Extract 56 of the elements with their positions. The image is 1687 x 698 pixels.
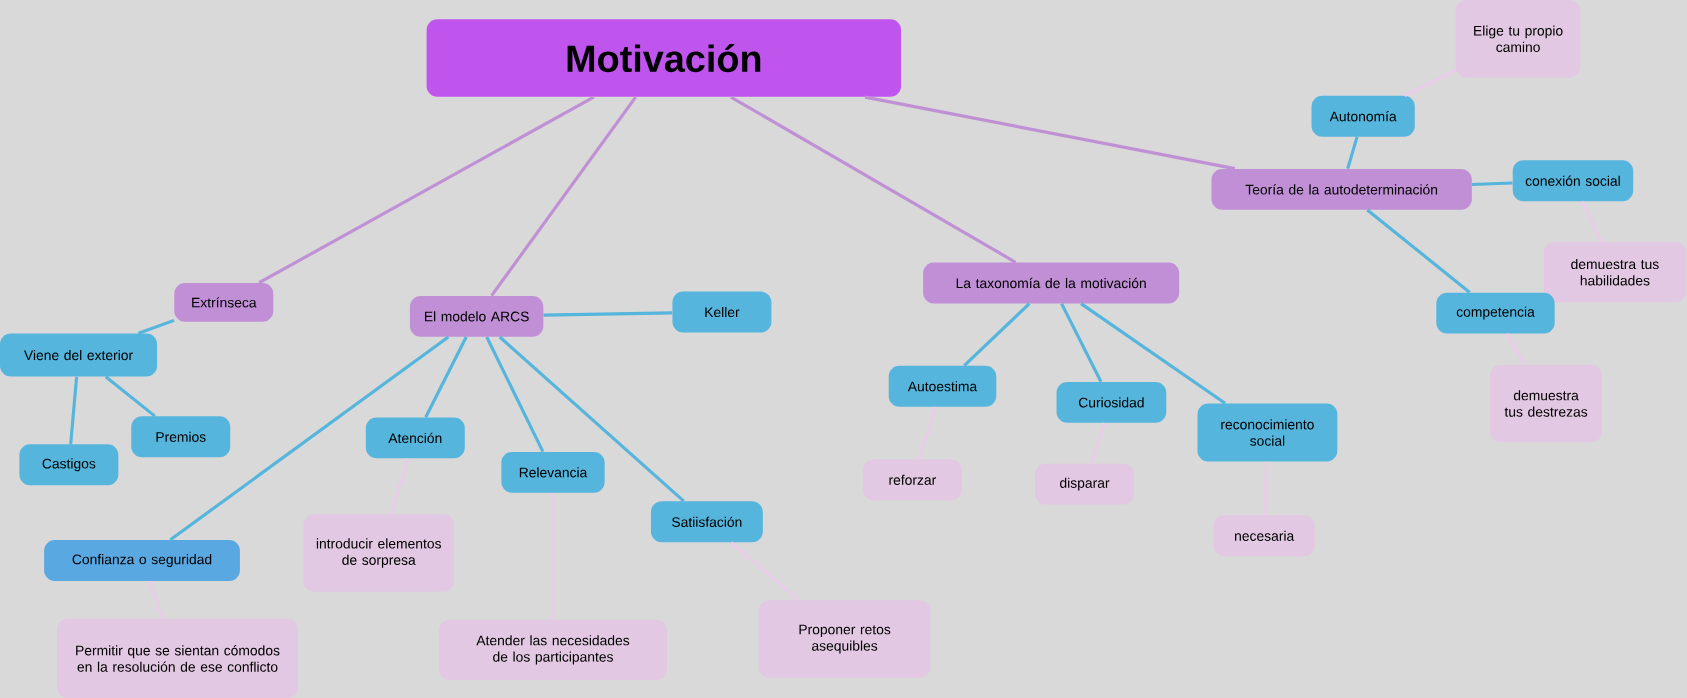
subtopic-box: Confianza o seguridad xyxy=(44,540,240,581)
connector xyxy=(1263,461,1269,516)
note-box: demuestra tus habilidades xyxy=(1543,241,1686,303)
note-box: disparar xyxy=(1035,463,1134,505)
connector xyxy=(258,95,595,284)
topic-box: El modelo ARCS xyxy=(409,295,544,337)
subtopic-box: Keller xyxy=(672,291,772,333)
connector xyxy=(424,336,468,418)
connector xyxy=(1060,302,1103,383)
connector xyxy=(1346,136,1359,169)
connector xyxy=(1089,422,1107,464)
note-box: necesaria xyxy=(1213,515,1315,557)
topic-box: Extrínseca xyxy=(174,282,274,322)
subtopic-box: Castigos xyxy=(19,444,119,486)
connector xyxy=(1403,68,1457,97)
connector xyxy=(389,458,411,515)
subtopic-box: competencia xyxy=(1436,292,1555,334)
connector xyxy=(1472,181,1513,186)
subtopic-box: Curiosidad xyxy=(1056,381,1167,423)
connector xyxy=(917,406,938,460)
connector xyxy=(730,95,1017,264)
connector xyxy=(1366,208,1471,294)
connector xyxy=(864,95,1236,171)
subtopic-box: Autonomía xyxy=(1311,95,1415,137)
connector xyxy=(1581,200,1603,243)
note-box: Elige tu propio camino xyxy=(1455,0,1581,78)
connector xyxy=(104,375,156,418)
connector xyxy=(543,311,673,317)
subtopic-box: reconocimiento social xyxy=(1197,403,1338,462)
connector xyxy=(485,336,545,453)
connector xyxy=(1505,332,1526,366)
connector xyxy=(148,580,165,619)
connector xyxy=(963,302,1031,367)
subtopic-box: Viene del exterior xyxy=(0,333,158,377)
title-box: Motivación xyxy=(426,19,902,97)
connector xyxy=(730,541,800,602)
subtopic-box: Premios xyxy=(131,416,231,458)
connector xyxy=(1080,302,1226,405)
topic-box: Teoría de la autodeterminación xyxy=(1211,168,1472,210)
subtopic-box: Satiisfación xyxy=(650,501,763,543)
note-box: reforzar xyxy=(862,459,962,501)
connector xyxy=(137,318,175,335)
connector xyxy=(169,335,450,541)
subtopic-box: Relevancia xyxy=(501,451,605,493)
subtopic-box: conexión social xyxy=(1512,160,1634,202)
note-box: Proponer retos asequibles xyxy=(758,600,931,678)
note-box: Atender las necesidades de los participantes xyxy=(438,619,668,680)
topic-box: La taxonomía de la motivación xyxy=(923,262,1180,304)
note-box: demuestra tus destrezas xyxy=(1490,364,1602,443)
note-box: Permitir que se sientan cómodos en la resolución de ese conflicto xyxy=(57,618,299,698)
connector xyxy=(490,96,637,297)
note-box: introducir elementos de sorpresa xyxy=(303,514,455,592)
subtopic-box: Autoestima xyxy=(888,365,997,407)
subtopic-box: Atención xyxy=(365,417,465,459)
connector xyxy=(69,376,79,445)
connector xyxy=(498,335,685,503)
